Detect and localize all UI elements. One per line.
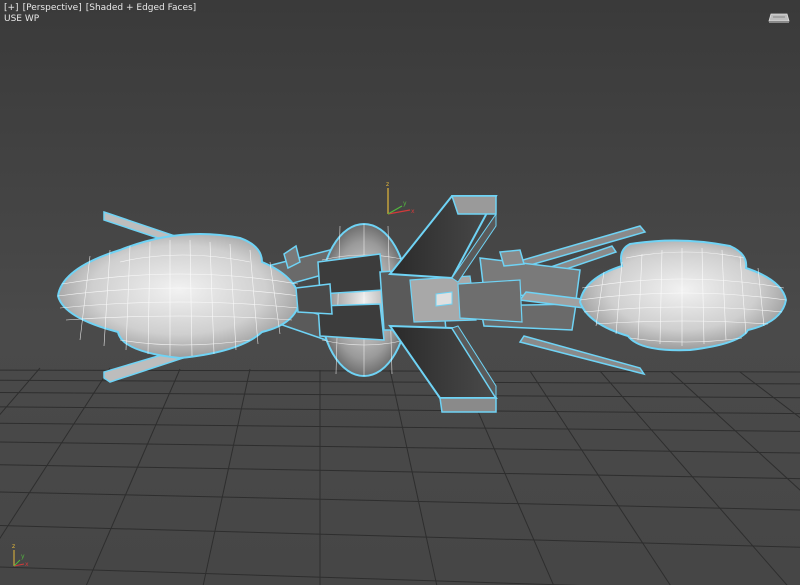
tripod-y-label: y	[21, 553, 25, 560]
viewport-general-menu[interactable]: [+]	[4, 3, 19, 13]
viewcube-icon[interactable]	[768, 10, 790, 24]
viewport-view-menu[interactable]: [Perspective]	[22, 3, 82, 13]
core-hull[interactable]	[295, 223, 523, 377]
transform-gizmo[interactable]: z x y	[386, 181, 415, 215]
spaceship-model[interactable]	[56, 195, 788, 413]
use-wp-label[interactable]: USE WP	[4, 14, 40, 24]
home-grid	[0, 367, 800, 585]
gizmo-x-label: x	[411, 208, 415, 215]
tripod-z-label: z	[12, 543, 15, 550]
lower-fin[interactable]	[388, 324, 498, 413]
gizmo-y-label: y	[403, 200, 407, 207]
world-axis-tripod: z x y	[12, 543, 29, 568]
right-engine-pod[interactable]	[578, 239, 788, 352]
left-engine-pod[interactable]	[56, 233, 302, 360]
viewport-label-menu: [+] [Perspective] [Shaded + Edged Faces]	[4, 3, 196, 14]
tripod-x-label: x	[25, 561, 29, 568]
upper-fin[interactable]	[388, 195, 498, 283]
viewport-shading-menu[interactable]: [Shaded + Edged Faces]	[85, 3, 197, 13]
right-spikes[interactable]	[514, 225, 647, 376]
gizmo-z-label: z	[386, 181, 389, 188]
